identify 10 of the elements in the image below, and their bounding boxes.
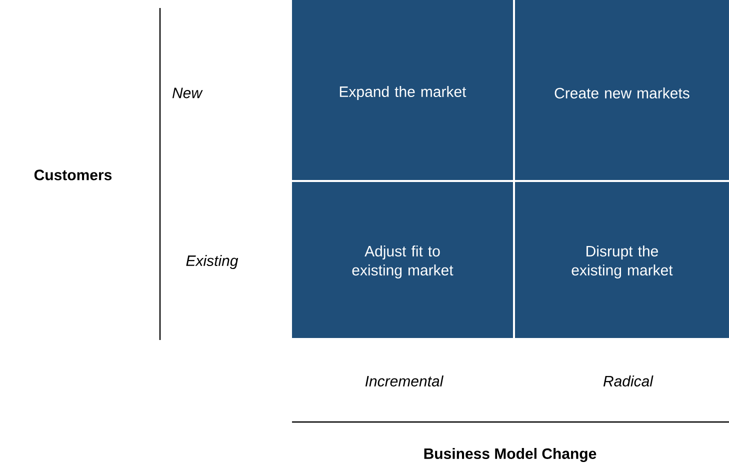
axis-category: Radical	[603, 375, 654, 386]
quadrant-cell: Create new markets	[515, 0, 729, 180]
axis-category: Incremental	[365, 375, 444, 386]
axis-title: Business Model Change	[424, 448, 596, 462]
quadrant-cell: Disrupt the existing market	[515, 182, 729, 338]
axis-category: New	[172, 88, 203, 98]
axis-category: Existing	[186, 255, 238, 269]
axis-title: Customers	[34, 170, 112, 180]
quadrant-cell: Expand the market	[292, 0, 513, 180]
quadrant-cell: Adjust fit to existing market	[292, 182, 513, 338]
